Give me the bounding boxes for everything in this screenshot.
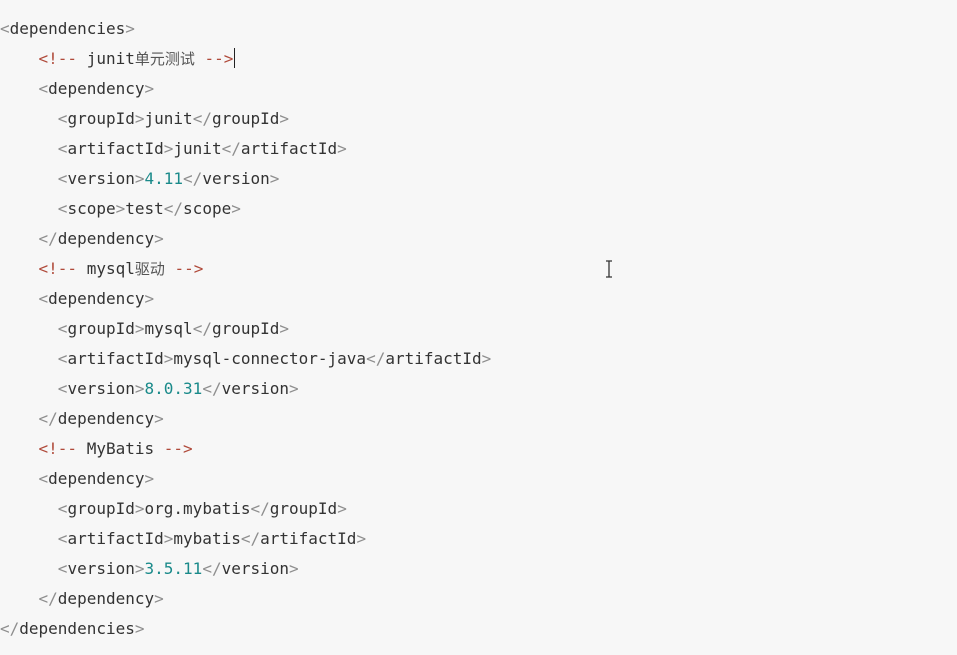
close-bracket: >: [125, 19, 135, 38]
comment-open: <!--: [38, 439, 78, 458]
comment-open: <!--: [38, 49, 78, 68]
comment-mybatis-label: MyBatis: [86, 439, 155, 458]
code-line-junit-groupid: <groupId>junit</groupId>: [57, 109, 290, 128]
tag-groupid-close: groupId: [269, 499, 338, 518]
code-line-mysql-groupid: <groupId>mysql</groupId>: [57, 319, 290, 338]
tag-dependency-close: dependency: [57, 229, 155, 248]
tag-dependency-close: dependency: [57, 589, 155, 608]
code-line-mybatis-artifactid: <artifactId>mybatis</artifactId>: [57, 529, 367, 548]
mybatis-artifactid-value: mybatis: [173, 529, 241, 548]
junit-version-value: 4.11: [144, 169, 184, 188]
code-line-dependency-close: </dependency>: [38, 409, 164, 428]
code-line-dependency-open: <dependency>: [38, 289, 155, 308]
code-line-junit-scope: <scope>test</scope>: [57, 199, 241, 218]
code-line-dependencies-open: <dependencies>: [0, 14, 957, 44]
code-line-dependencies-close: </dependencies>: [0, 619, 145, 638]
tag-groupid: groupId: [67, 109, 135, 128]
comment-close: -->: [174, 259, 204, 278]
tag-artifactid-close: artifactId: [385, 349, 482, 368]
comment-junit-label: junit: [86, 49, 135, 68]
tag-groupid-close: groupId: [211, 319, 280, 338]
mybatis-groupid-value: org.mybatis: [144, 499, 251, 518]
tag-dependencies-close: dependencies: [19, 619, 135, 638]
tag-dependency: dependency: [48, 469, 145, 488]
comment-mysql-cn: 驱动: [134, 260, 165, 278]
code-line-dependency-close: </dependency>: [38, 589, 164, 608]
tag-dependencies: dependencies: [9, 19, 126, 38]
tag-groupid: groupId: [67, 319, 135, 338]
code-line-junit-version: <version>4.11</version>: [57, 169, 280, 188]
code-line-junit-comment: <!-- junit单元测试 -->: [0, 44, 957, 74]
text-caret-icon: [234, 48, 236, 68]
tag-dependency: dependency: [48, 289, 145, 308]
mysql-groupid-value: mysql: [144, 319, 193, 338]
tag-version-close: version: [202, 169, 270, 188]
code-line-mybatis-comment: <!-- MyBatis -->: [0, 434, 957, 464]
junit-artifactid-value: junit: [173, 139, 222, 158]
code-line-dependency-open: <dependency>: [38, 79, 155, 98]
code-line-dependency-close: </dependency>: [38, 229, 164, 248]
code-line-mybatis-groupid: <groupId>org.mybatis</groupId>: [57, 499, 347, 518]
mysql-artifactid-value: mysql-connector-java: [173, 349, 367, 368]
tag-groupid-close: groupId: [211, 109, 280, 128]
xml-code-block[interactable]: <dependencies> <!-- junit单元测试 --> <depen…: [0, 14, 957, 644]
tag-artifactid-close: artifactId: [240, 139, 338, 158]
code-line-mysql-comment: <!-- mysql驱动 -->: [0, 254, 957, 284]
tag-scope: scope: [67, 199, 116, 218]
mysql-version-value: 8.0.31: [144, 379, 203, 398]
tag-version: version: [67, 379, 135, 398]
tag-dependency-close: dependency: [57, 409, 155, 428]
comment-close: -->: [204, 49, 234, 68]
ibeam-cursor-icon: [606, 260, 612, 278]
junit-scope-value: test: [125, 199, 164, 218]
open-bracket: <: [0, 19, 10, 38]
code-line-mysql-version: <version>8.0.31</version>: [57, 379, 299, 398]
code-line-mysql-artifactid: <artifactId>mysql-connector-java</artifa…: [57, 349, 492, 368]
tag-scope-close: scope: [183, 199, 232, 218]
code-line-mybatis-version: <version>3.5.11</version>: [57, 559, 299, 578]
comment-close: -->: [163, 439, 193, 458]
code-line-junit-artifactid: <artifactId>junit</artifactId>: [57, 139, 347, 158]
tag-artifactid-close: artifactId: [260, 529, 357, 548]
comment-open: <!--: [38, 259, 78, 278]
mybatis-version-value: 3.5.11: [144, 559, 203, 578]
tag-version: version: [67, 559, 135, 578]
junit-groupid-value: junit: [144, 109, 193, 128]
comment-mysql-label: mysql: [86, 259, 135, 278]
tag-artifactid: artifactId: [67, 529, 164, 548]
tag-groupid: groupId: [67, 499, 135, 518]
tag-version-close: version: [221, 379, 290, 398]
code-line-dependency-open: <dependency>: [38, 469, 155, 488]
tag-artifactid: artifactId: [67, 349, 164, 368]
tag-artifactid: artifactId: [67, 139, 164, 158]
tag-version-close: version: [221, 559, 290, 578]
tag-version: version: [67, 169, 135, 188]
tag-dependency: dependency: [48, 79, 145, 98]
comment-junit-cn: 单元测试: [134, 50, 195, 68]
